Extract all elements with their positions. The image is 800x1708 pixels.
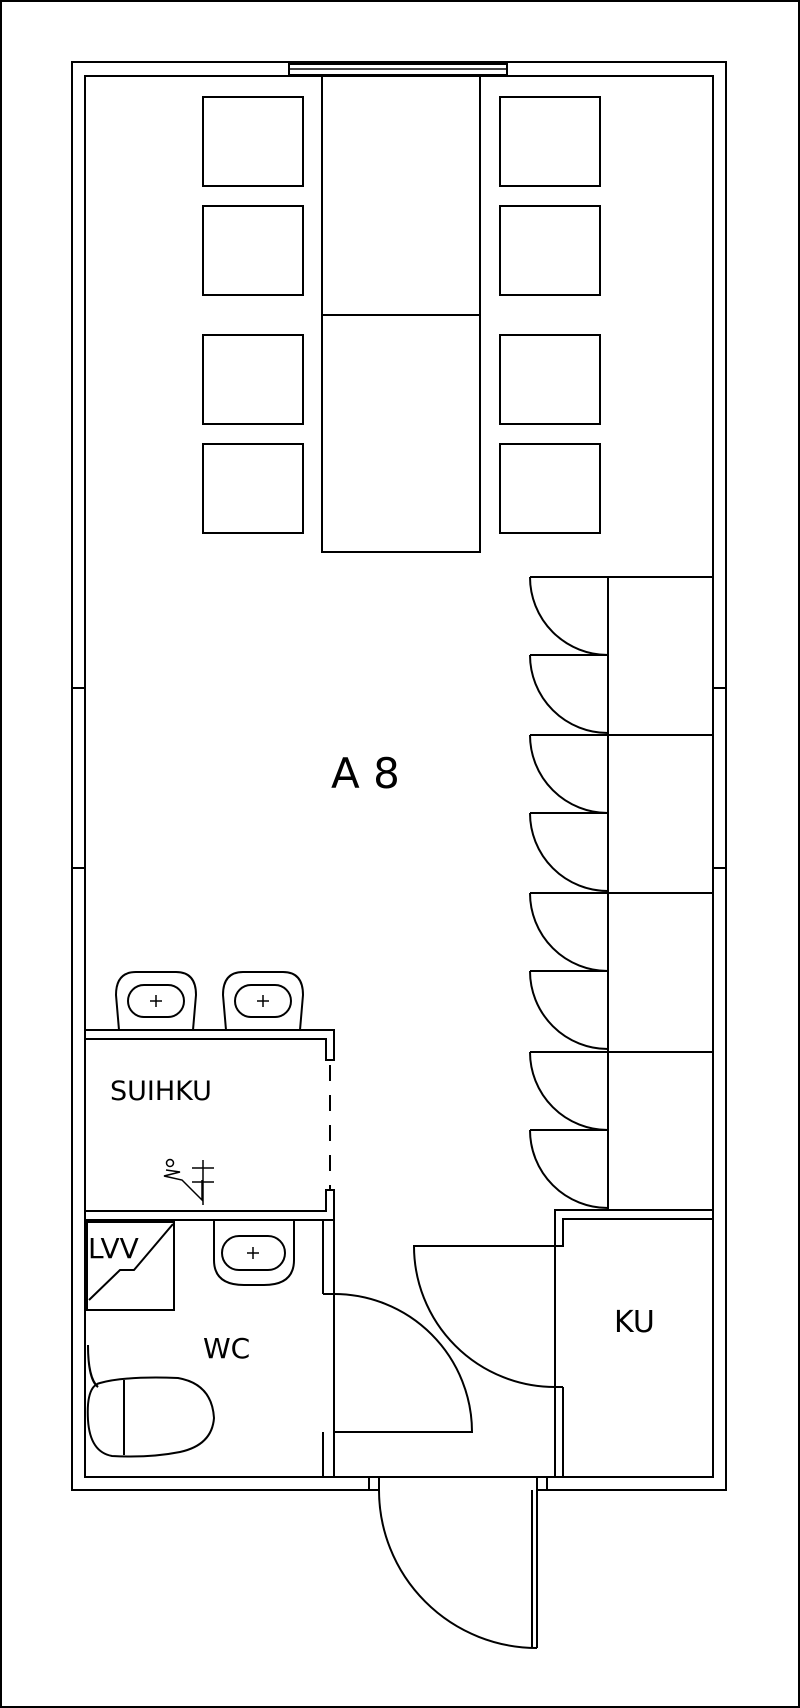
locker-door [529, 970, 609, 1050]
table [321, 75, 481, 553]
toilet [86, 1344, 216, 1458]
wc-door [333, 1293, 474, 1433]
locker-door [529, 576, 609, 656]
kitchen-walls [554, 1209, 713, 1477]
locker-door [529, 812, 609, 892]
shower-label: SUIHKU [110, 1076, 212, 1107]
washbasin [114, 971, 198, 1031]
lockers [529, 576, 714, 1211]
chair [202, 443, 304, 534]
room-code-label: A 8 [331, 749, 400, 798]
water-heater [86, 1221, 175, 1311]
locker-door [529, 1051, 609, 1131]
kitchen-door [412, 1245, 556, 1388]
wc-label: WC [203, 1332, 250, 1365]
chair [499, 205, 601, 296]
locker-door [529, 1129, 609, 1209]
water-heater-label: LVV [88, 1232, 139, 1265]
shower-icon [163, 1158, 214, 1205]
wc-room-walls [322, 1219, 335, 1477]
chair [499, 443, 601, 534]
entrance-door [368, 1474, 548, 1649]
kitchen-label: KU [614, 1305, 655, 1340]
shower-room-walls [84, 1029, 335, 1221]
chair [202, 205, 304, 296]
chair [499, 96, 601, 187]
chair [202, 334, 304, 425]
washbasins [114, 971, 305, 1031]
chair [202, 96, 304, 187]
chairs [202, 96, 601, 534]
locker-door [529, 892, 609, 972]
wc-washbasin [213, 1221, 295, 1286]
locker-door [529, 734, 609, 814]
locker-door [529, 654, 609, 734]
washbasin [221, 971, 305, 1031]
chair [499, 334, 601, 425]
